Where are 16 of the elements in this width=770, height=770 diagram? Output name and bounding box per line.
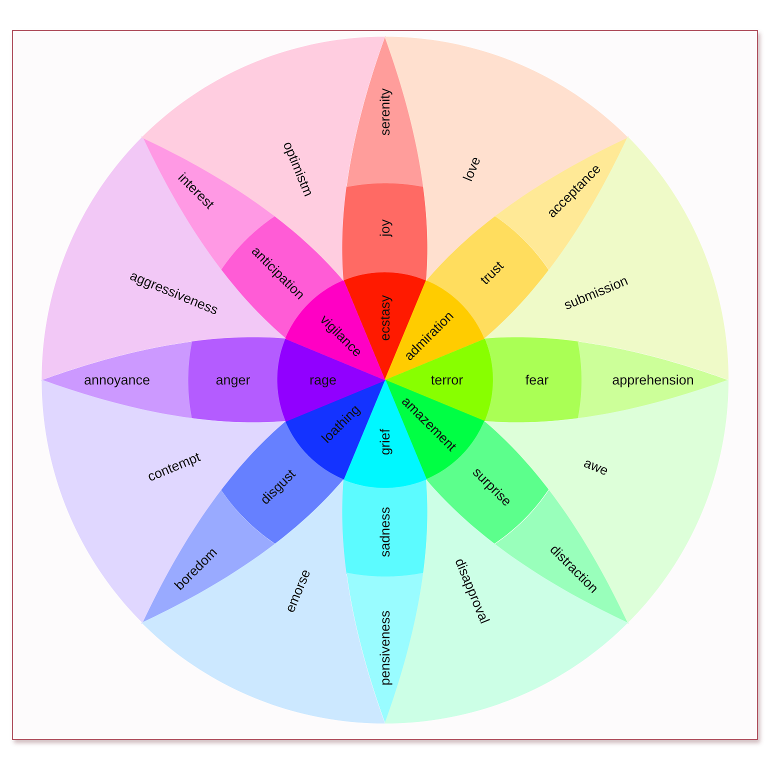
emotion-label: emorse [282,567,313,614]
emotion-label: terror [430,373,464,387]
emotion-label: sadness [378,506,392,558]
emotion-label: pensiveness [378,610,392,686]
emotion-label: serenity [378,88,392,136]
emotion-label: awe [582,456,610,478]
emotion-label: apprehension [612,373,694,387]
emotion-label: anger [216,373,250,387]
emotion-label: trust [478,258,507,287]
emotion-label: love [461,155,484,184]
emotion-label: grief [378,428,392,456]
emotion-label: fear [525,373,549,387]
emotion-label: annoyance [84,373,150,387]
emotion-label: joy [378,219,392,237]
emotion-label: ecstasy [378,295,392,341]
emotion-label: rage [309,373,337,387]
